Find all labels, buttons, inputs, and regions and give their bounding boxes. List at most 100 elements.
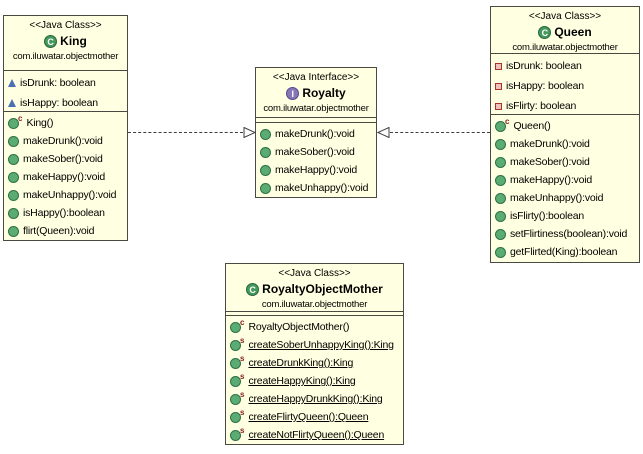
static-method-icon xyxy=(230,393,241,405)
public-method-icon xyxy=(495,246,506,258)
class-header: <<Java Class>> C King com.iluwatar.objec… xyxy=(4,16,127,70)
class-icon: C xyxy=(246,283,260,296)
class-name: RoyaltyObjectMother xyxy=(262,282,383,296)
member-label: isHappy: boolean xyxy=(20,97,98,109)
member-row: setFlirtiness(boolean):void xyxy=(491,225,639,243)
class-box-royalty[interactable]: <<Java Interface>> I Royalty com.iluwata… xyxy=(255,67,377,198)
member-label: isFlirty: boolean xyxy=(506,100,577,112)
member-label: makeHappy():void xyxy=(275,164,357,176)
member-label: createHappyDrunkKing():King xyxy=(248,393,383,405)
public-method-icon xyxy=(495,156,506,168)
class-stereotype: <<Java Class>> xyxy=(29,20,102,31)
class-box-royalty-object-mother[interactable]: <<Java Class>> C RoyaltyObjectMother com… xyxy=(225,263,404,445)
member-label: createNotFlirtyQueen():Queen xyxy=(248,429,385,441)
member-label: flirt(Queen):void xyxy=(23,225,95,237)
member-row: makeSober():void xyxy=(491,153,639,171)
public-method-icon xyxy=(8,171,19,183)
public-method-icon xyxy=(495,192,506,204)
constructor-icon xyxy=(8,117,19,129)
member-adornment: c xyxy=(505,117,510,126)
empty-fields-compartment xyxy=(226,311,403,315)
public-method-icon xyxy=(8,189,19,201)
static-method-icon xyxy=(230,429,241,441)
member-label: createDrunkKing():King xyxy=(248,357,354,369)
private-field-icon xyxy=(495,62,502,70)
interface-icon: I xyxy=(286,87,300,100)
public-method-icon xyxy=(495,138,506,150)
member-row: makeUnhappy():void xyxy=(4,186,127,204)
member-row: makeUnhappy():void xyxy=(256,179,376,197)
static-method-icon xyxy=(230,375,241,387)
member-label: makeDrunk():void xyxy=(275,128,355,140)
member-label: makeHappy():void xyxy=(23,171,105,183)
member-label: makeDrunk():void xyxy=(510,138,590,150)
member-row: makeHappy():void xyxy=(4,168,127,186)
public-method-icon xyxy=(495,228,506,240)
package-field-icon xyxy=(8,99,16,107)
realization-line-king-royalty xyxy=(128,132,243,133)
member-row: isFlirty: boolean xyxy=(491,96,639,116)
constructor-icon xyxy=(495,120,506,132)
member-label: getFlirted(King):boolean xyxy=(510,246,618,258)
private-field-icon xyxy=(495,102,502,110)
public-method-icon xyxy=(260,164,271,176)
constructor-icon xyxy=(230,321,241,333)
class-package: com.iluwatar.objectmother xyxy=(263,103,369,114)
member-row: isDrunk: boolean xyxy=(4,73,127,93)
class-header: <<Java Class>> C Queen com.iluwatar.obje… xyxy=(491,7,639,53)
public-method-icon xyxy=(8,207,19,219)
methods-compartment: makeDrunk():void makeSober():void makeHapp… xyxy=(256,122,376,197)
member-label: isDrunk: boolean xyxy=(506,60,582,72)
member-adornment: c xyxy=(18,114,23,123)
empty-fields-compartment xyxy=(256,117,376,122)
member-label: isDrunk: boolean xyxy=(20,77,96,89)
class-box-king[interactable]: <<Java Class>> C King com.iluwatar.objec… xyxy=(3,15,128,241)
member-label: makeSober():void xyxy=(510,156,590,168)
member-row: isHappy():boolean xyxy=(4,204,127,222)
member-label: Queen() xyxy=(513,120,551,132)
member-adornment: s xyxy=(240,336,245,345)
member-row: makeSober():void xyxy=(256,143,376,161)
member-adornment: s xyxy=(240,372,245,381)
member-label: makeUnhappy():void xyxy=(275,182,369,194)
member-row: makeHappy():void xyxy=(491,171,639,189)
member-label: King() xyxy=(26,117,54,129)
member-row: makeDrunk():void xyxy=(491,135,639,153)
member-row: isFlirty():boolean xyxy=(491,207,639,225)
member-row: makeDrunk():void xyxy=(256,125,376,143)
public-method-icon xyxy=(495,210,506,222)
realization-line-queen-royalty xyxy=(390,132,490,133)
class-box-queen[interactable]: <<Java Class>> C Queen com.iluwatar.obje… xyxy=(490,6,640,263)
member-label: isHappy():boolean xyxy=(23,207,105,219)
member-row: makeDrunk():void xyxy=(4,132,127,150)
class-package: com.iluwatar.objectmother xyxy=(261,299,368,310)
member-label: setFlirtiness(boolean):void xyxy=(510,228,628,240)
member-adornment: s xyxy=(240,408,245,417)
member-label: makeUnhappy():void xyxy=(510,192,604,204)
private-field-icon xyxy=(495,82,502,90)
static-method-icon xyxy=(230,357,241,369)
member-adornment: s xyxy=(240,354,245,363)
member-adornment: s xyxy=(240,426,245,435)
class-stereotype: <<Java Interface>> xyxy=(272,72,360,83)
member-label: isFlirty():boolean xyxy=(510,210,585,222)
class-name: Queen xyxy=(554,25,592,39)
realization-arrowhead-king-royalty xyxy=(243,127,256,138)
class-name: King xyxy=(60,34,87,48)
realization-arrowhead-queen-royalty xyxy=(377,127,390,138)
public-method-icon xyxy=(8,153,19,165)
member-row: makeUnhappy():void xyxy=(491,189,639,207)
class-stereotype: <<Java Class>> xyxy=(528,11,602,22)
member-label: makeDrunk():void xyxy=(23,135,103,147)
